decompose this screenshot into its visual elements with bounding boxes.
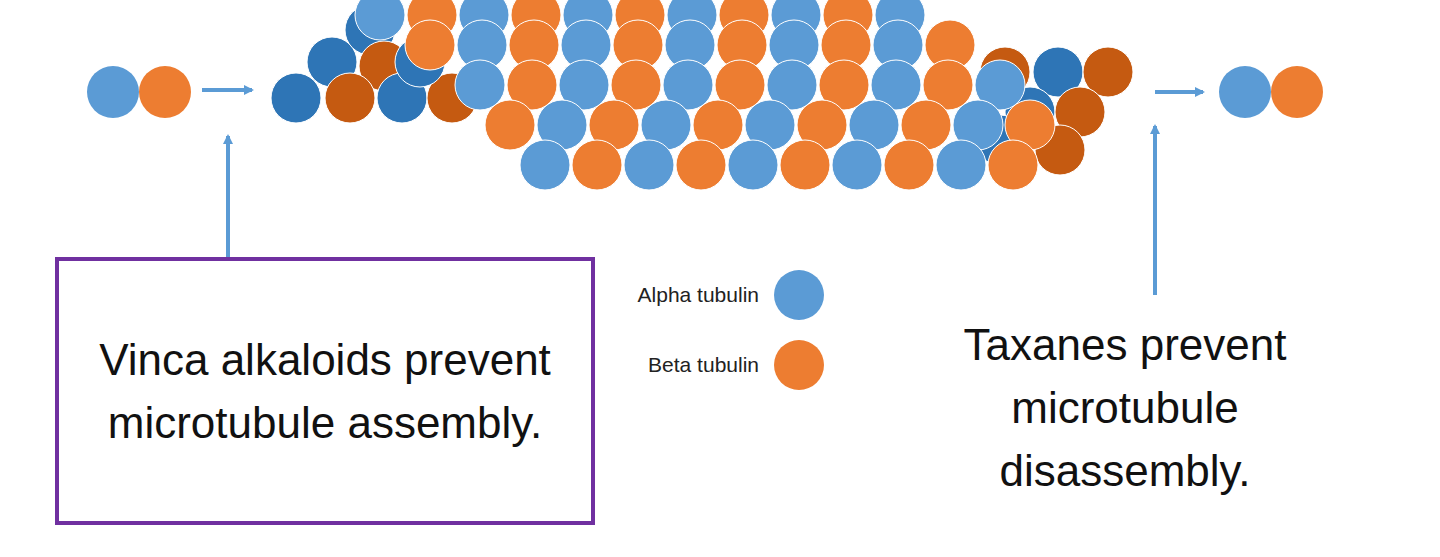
leader-arrow xyxy=(1153,126,1157,295)
legend-swatch xyxy=(773,269,825,321)
assembly-arrow xyxy=(202,88,252,92)
tubulin-dimer-left xyxy=(87,66,191,118)
disassembly-arrow xyxy=(1155,90,1203,94)
legend-row: Beta tubulin xyxy=(648,339,825,391)
legend-text: Alpha tubulin xyxy=(638,283,759,307)
tubulin-dimer-right xyxy=(1219,66,1323,118)
callout-box: Vinca alkaloids prevent microtubule asse… xyxy=(55,257,595,525)
legend-swatch xyxy=(773,339,825,391)
microtubule xyxy=(271,0,1133,190)
legend-text: Beta tubulin xyxy=(648,353,759,377)
box-text: Vinca alkaloids prevent microtubule asse… xyxy=(95,328,555,454)
annotation-text: Taxanes prevent microtubule disassembly. xyxy=(890,313,1360,502)
legend-row: Alpha tubulin xyxy=(638,269,825,321)
